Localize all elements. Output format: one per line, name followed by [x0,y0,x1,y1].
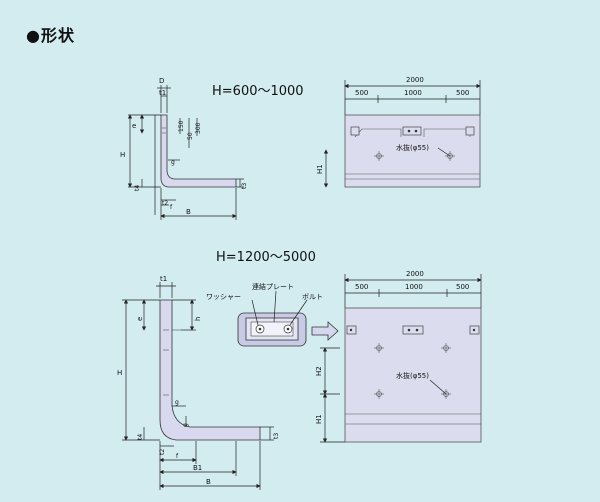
lower-label-e: e [136,317,144,321]
lower-label-t3: t3 [273,433,280,439]
lower-label-H: H [117,369,122,377]
upper-label-t4: t4 [134,185,141,191]
upper-hole-label: 水抜(φ55) [396,143,429,152]
lower-label-t4: t4 [137,434,144,440]
lower-label-g: g [175,399,179,406]
lower-range-title: H=1200～5000 [216,250,316,265]
upper-label-g: g [171,159,175,166]
upper-side-profile [127,85,244,220]
lower-label-h: h [194,317,202,321]
upper-label-t2: t2 [162,200,168,207]
lower-label-t4-inner: g [182,423,189,427]
upper-dim-left: 500 [355,89,368,97]
upper-label-t3: t3 [241,183,248,189]
detail-washer-label: ワッシャー [206,293,241,301]
lower-label-t2: t2 [159,449,166,455]
upper-range-title: H=600～1000 [212,84,304,99]
detail-plate-label: 連結プレート [252,282,294,291]
lower-dim-left: 500 [355,283,368,291]
upper-dim-mid: 1000 [404,89,422,97]
section-heading: ●形状 [26,26,75,45]
lower-label-B1: B1 [193,464,202,472]
lower-label-B: B [206,478,211,486]
upper-label-H: H [120,151,125,159]
lower-dim-total: 2000 [406,270,424,278]
connection-detail [237,290,339,347]
upper-label-150: 150 [178,120,185,132]
upper-label-H1: H1 [316,164,324,174]
lower-label-H2: H2 [315,366,323,376]
detail-bolt-label: ボルト [302,293,323,301]
lower-side-profile [122,282,274,490]
lower-dim-right: 500 [456,283,469,291]
upper-label-t1: t1 [159,89,166,97]
upper-label-e: e [132,122,136,130]
lower-dim-mid: 1000 [405,283,423,291]
upper-label-300: 300 [195,122,202,134]
upper-label-f: f [170,204,173,211]
upper-label-B: B [186,208,191,216]
upper-dim-total: 2000 [406,76,424,84]
lower-front-view [320,274,482,443]
upper-label-50: 50 [187,132,194,140]
upper-label-D: D [159,77,164,85]
upper-dim-right: 500 [456,89,469,97]
lower-label-t1: t1 [160,275,167,283]
lower-hole-label: 水抜(φ55) [396,371,429,380]
lower-label-f: f [176,453,179,460]
lower-label-H1: H1 [315,414,323,424]
upper-front-view [323,80,481,188]
